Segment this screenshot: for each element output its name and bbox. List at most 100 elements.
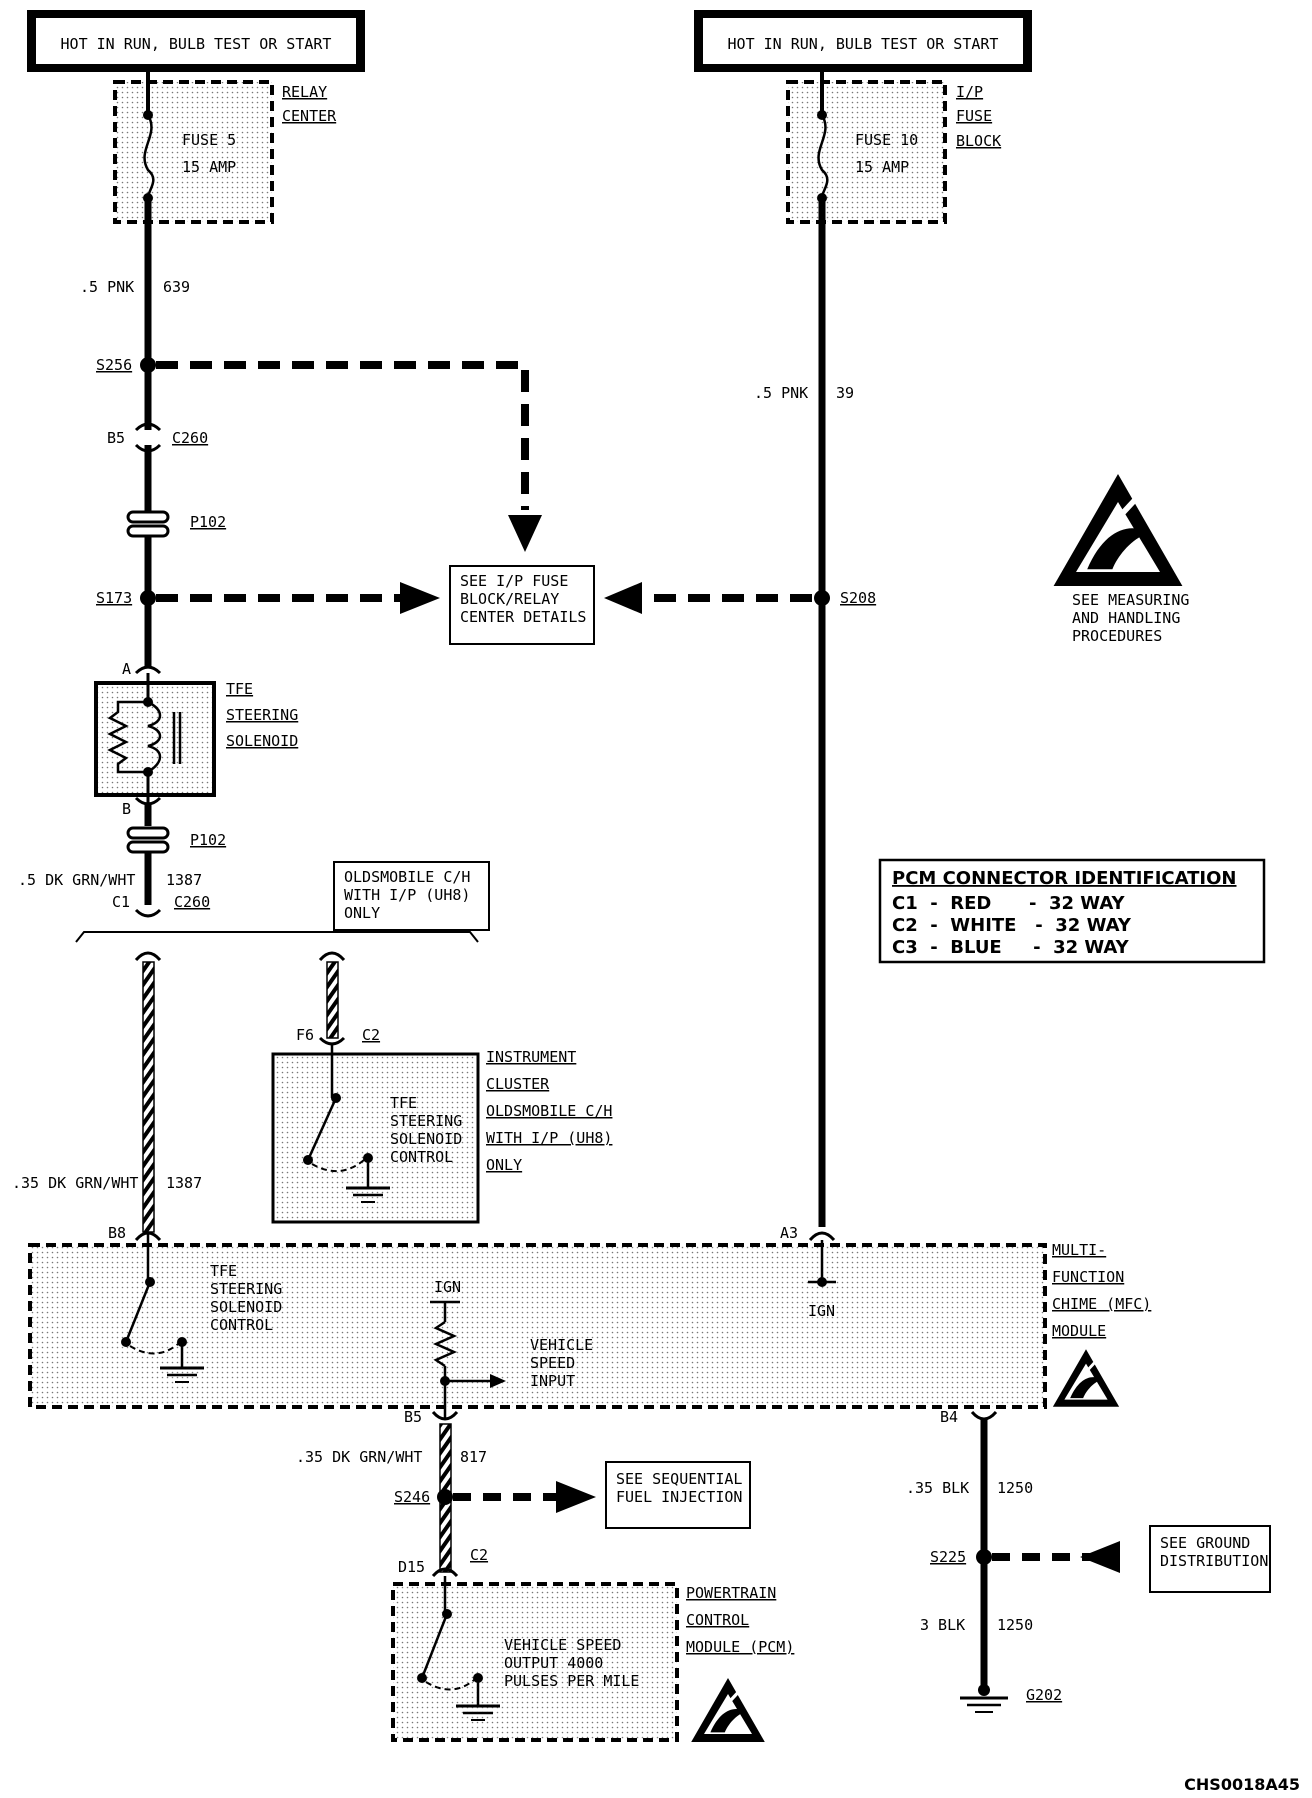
- ic-label-5: ONLY: [486, 1156, 522, 1174]
- pcm-esd-icon: [689, 1676, 767, 1744]
- ground-circuit: .35 BLK 1250 S225 SEE GROUND DISTRIBUTIO…: [906, 1418, 1271, 1713]
- wire-1250a-number: 1250: [997, 1479, 1033, 1497]
- fuse-details-arrows: SEE I/P FUSE BLOCK/RELAY CENTER DETAILS: [156, 361, 812, 645]
- connector-c260-top: C260: [172, 429, 208, 447]
- mfc-pullup-resistor-icon: [432, 1320, 458, 1368]
- ic-inner-1: TFE: [390, 1094, 417, 1112]
- mfc-label-2: FUNCTION: [1052, 1268, 1124, 1286]
- left-circuit: .5 PNK 639 S256 B5 C260 P102 S173 A: [80, 198, 226, 678]
- mfc-ign-right: IGN: [808, 1302, 835, 1320]
- mfc-label-4: MODULE: [1052, 1322, 1106, 1340]
- mfc-module: B8 TFE STEERING SOLENOID CONTROL IGN VEH…: [28, 1224, 1151, 1426]
- ip-fuse-details-1: SEE I/P FUSE: [460, 572, 568, 590]
- connector-a3: A3: [780, 1224, 798, 1242]
- pcm-label-3: MODULE (PCM): [686, 1638, 794, 1656]
- splice-s246-dot: [437, 1489, 453, 1505]
- ip-fuse-details-2: BLOCK/RELAY: [460, 590, 559, 608]
- arrow-right-sfi-icon: [556, 1481, 596, 1513]
- solenoid-coil-icon: [147, 700, 162, 774]
- solenoid-resistor-icon: [107, 700, 148, 774]
- mfc-esd-icon: [1051, 1347, 1121, 1409]
- connector-c2-ic: C2: [362, 1026, 380, 1044]
- connector-a: A: [122, 660, 131, 678]
- wire-817-number: 817: [460, 1448, 487, 1466]
- relay-center-fuse-block: FUSE 5 15 AMP RELAY CENTER: [113, 72, 337, 224]
- esd-note-1: SEE MEASURING: [1072, 591, 1189, 609]
- splice-s173-dot: [140, 590, 156, 606]
- connector-c260-bottom: C260: [174, 893, 210, 911]
- mfc-tfe-control-4: CONTROL: [210, 1316, 273, 1334]
- splice-s256-label: S256: [96, 356, 132, 374]
- mfc-vss-input-1: VEHICLE: [530, 1336, 593, 1354]
- pcm-connector-title: PCM CONNECTOR IDENTIFICATION: [892, 868, 1237, 889]
- mfc-tfe-control-2: STEERING: [210, 1280, 282, 1298]
- splice-s208-label: S208: [840, 589, 876, 607]
- arrow-left-ground-icon: [1080, 1541, 1120, 1573]
- ic-label-1: INSTRUMENT: [486, 1048, 576, 1066]
- sfi-note-2: FUEL INJECTION: [616, 1488, 742, 1506]
- arrow-left-icon: [604, 582, 642, 614]
- ic-label-2: CLUSTER: [486, 1075, 550, 1093]
- connector-b8: B8: [108, 1224, 126, 1242]
- power-source-left: HOT IN RUN, BULB TEST OR START: [27, 10, 365, 72]
- connector-b4: B4: [940, 1408, 958, 1426]
- mfc-ign-left: IGN: [434, 1278, 461, 1296]
- tfe-solenoid-label-1: TFE: [226, 680, 253, 698]
- pcm-connector-row-c1: C1 - RED - 32 WAY: [892, 893, 1126, 914]
- splice-s208-dot: [814, 590, 830, 606]
- mfc-tfe-control-1: TFE: [210, 1262, 237, 1280]
- wire-639-gauge: .5 PNK: [80, 278, 134, 296]
- vss-input-arrow-icon: [490, 1374, 506, 1388]
- connector-b5-top: B5: [107, 429, 125, 447]
- pcm-module: VEHICLE SPEED OUTPUT 4000 PULSES PER MIL…: [391, 1576, 794, 1744]
- splice-s246-label: S246: [394, 1488, 430, 1506]
- fuse-5-name: FUSE 5: [182, 131, 236, 149]
- fuse-5-rating: 15 AMP: [182, 158, 236, 176]
- ic-switch-icon: [306, 1097, 338, 1161]
- connector-d15: D15: [398, 1558, 425, 1576]
- wire-1250b-number: 1250: [997, 1616, 1033, 1634]
- fuse-5-icon: [143, 114, 155, 199]
- oldsmobile-note-2: WITH I/P (UH8): [344, 886, 470, 904]
- ip-fuse-block: FUSE 10 15 AMP I/P FUSE BLOCK: [786, 72, 1001, 224]
- oldsmobile-note-1: OLDSMOBILE C/H: [344, 868, 470, 886]
- relay-center-label-1: RELAY: [282, 83, 327, 101]
- arrow-down-icon: [508, 515, 542, 552]
- wire-1387a-number: 1387: [166, 871, 202, 889]
- ic-label-4: WITH I/P (UH8): [486, 1129, 612, 1147]
- ground-g202-label: G202: [1026, 1686, 1062, 1704]
- connector-b5-mfc: B5: [404, 1408, 422, 1426]
- mfc-vss-input-3: INPUT: [530, 1372, 575, 1390]
- connector-p102-top: P102: [190, 513, 226, 531]
- ip-fuse-block-label-2: FUSE: [956, 107, 992, 125]
- relay-center-label-2: CENTER: [282, 107, 337, 125]
- pcm-switch-icon: [420, 1613, 449, 1679]
- pcm-connector-identification: PCM CONNECTOR IDENTIFICATION C1 - RED - …: [878, 858, 1266, 964]
- oldsmobile-note-3: ONLY: [344, 904, 380, 922]
- pcm-inner-2: OUTPUT 4000: [504, 1654, 603, 1672]
- right-circuit: .5 PNK 39 S208 A3: [754, 198, 876, 1242]
- pcm-inner-1: VEHICLE SPEED: [504, 1636, 621, 1654]
- ip-fuse-details-3: CENTER DETAILS: [460, 608, 586, 626]
- pcm-connector-row-c2: C2 - WHITE - 32 WAY: [892, 915, 1132, 936]
- wire-639-number: 639: [163, 278, 190, 296]
- esd-note-3: PROCEDURES: [1072, 627, 1162, 645]
- wire-1387b-gauge: .35 DK GRN/WHT: [12, 1174, 138, 1192]
- splice-s256-dot: [140, 357, 156, 373]
- arrow-right-icon: [400, 582, 440, 614]
- tfe-solenoid-label-2: STEERING: [226, 706, 298, 724]
- ip-fuse-block-label-3: BLOCK: [956, 132, 1001, 150]
- p102-top-icon: [126, 510, 170, 524]
- mfc-tfe-control-3: SOLENOID: [210, 1298, 282, 1316]
- ground-note-2: DISTRIBUTION: [1160, 1552, 1268, 1570]
- vss-circuit: .35 DK GRN/WHT 817 S246 SEE SEQUENTIAL F…: [296, 1423, 751, 1578]
- sfi-note-1: SEE SEQUENTIAL: [616, 1470, 742, 1488]
- splice-s173-label: S173: [96, 589, 132, 607]
- fuse-10-rating: 15 AMP: [855, 158, 909, 176]
- pcm-label-2: CONTROL: [686, 1611, 749, 1629]
- fuse-10-name: FUSE 10: [855, 131, 918, 149]
- wire-1250b-gauge: 3 BLK: [920, 1616, 965, 1634]
- splice-s225-label: S225: [930, 1548, 966, 1566]
- wire-1387b-number: 1387: [166, 1174, 202, 1192]
